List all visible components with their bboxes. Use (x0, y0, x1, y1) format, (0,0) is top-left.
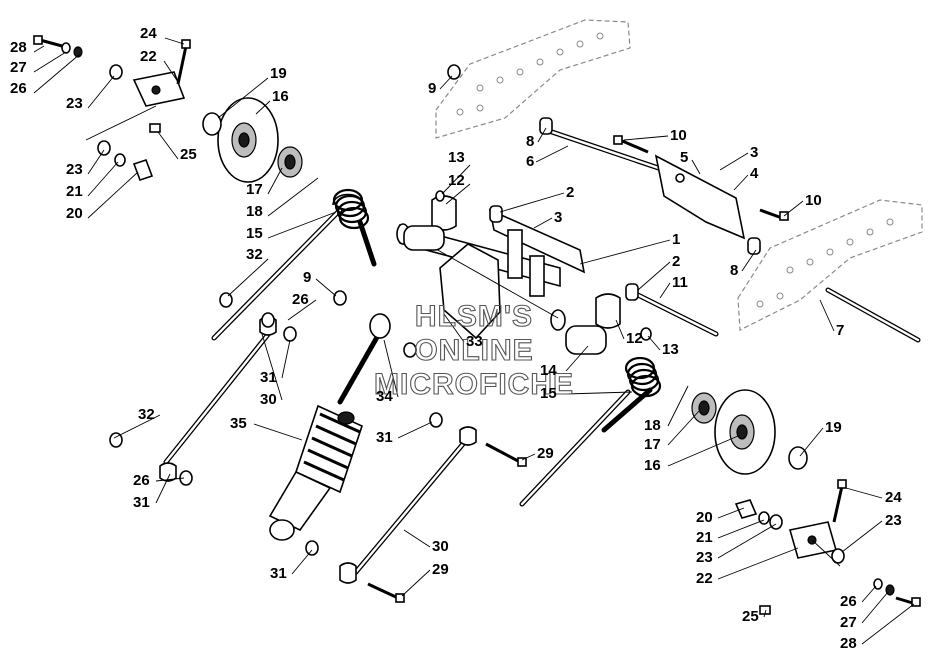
callout-23: 23 (66, 95, 83, 112)
callout-34: 34 (376, 388, 393, 405)
callout-25: 25 (742, 608, 759, 625)
callout-24: 24 (885, 489, 902, 506)
callout-22: 22 (140, 48, 157, 65)
callout-31: 31 (260, 369, 277, 386)
idler-wheel-right (714, 389, 776, 475)
torsion-spring-left (332, 188, 377, 267)
callout-8: 8 (730, 262, 738, 279)
callout-33: 33 (466, 333, 483, 350)
callout-18: 18 (644, 417, 661, 434)
pivot-block-left (132, 71, 186, 107)
callout-23: 23 (66, 161, 83, 178)
callout-3: 3 (554, 209, 562, 226)
callout-26: 26 (292, 291, 309, 308)
callout-15: 15 (246, 225, 263, 242)
callout-23: 23 (696, 549, 713, 566)
callout-20: 20 (696, 509, 713, 526)
callout-28: 28 (840, 635, 857, 652)
callout-28: 28 (10, 39, 27, 56)
washers (61, 42, 895, 615)
slide-rail-upper (435, 19, 631, 139)
callout-13: 13 (448, 149, 465, 166)
callout-14: 14 (540, 362, 557, 379)
watermark-line-1: HLSM'S (415, 300, 533, 333)
callout-31: 31 (376, 429, 393, 446)
bearings (202, 112, 808, 470)
callout-32: 32 (138, 406, 155, 423)
callout-27: 27 (10, 59, 27, 76)
torsion-spring-right (601, 356, 662, 433)
callout-20: 20 (66, 205, 83, 222)
callout-15: 15 (540, 385, 557, 402)
callout-26: 26 (840, 593, 857, 610)
watermark: HLSM'S ONLINE MICROFICHE (373, 299, 574, 401)
callout-27: 27 (840, 614, 857, 631)
callout-6: 6 (526, 153, 534, 170)
rear-arm-bracket (654, 154, 746, 240)
callout-9: 9 (303, 269, 311, 286)
idler-wheel-left (217, 97, 279, 183)
callout-11: 11 (672, 274, 688, 291)
pivot-block-right (788, 521, 838, 559)
callout-31: 31 (270, 565, 287, 582)
watermark-line-2: ONLINE (414, 334, 533, 367)
leader-lines (33, 37, 915, 645)
callout-30: 30 (260, 391, 277, 408)
callout-3: 3 (750, 144, 758, 161)
callout-12: 12 (626, 330, 643, 347)
slide-rail-lower (737, 199, 923, 331)
callout-35: 35 (230, 415, 247, 432)
callout-18: 18 (246, 203, 263, 220)
callout-8: 8 (526, 133, 534, 150)
callout-2: 2 (566, 184, 574, 201)
callout-21: 21 (696, 529, 713, 546)
callout-23: 23 (885, 512, 902, 529)
callout-1: 1 (672, 231, 680, 248)
watermark-line-3: MICROFICHE (374, 368, 574, 401)
callout-19: 19 (825, 419, 842, 436)
callout-30: 30 (432, 538, 449, 555)
callout-29: 29 (537, 445, 554, 462)
callout-5: 5 (680, 149, 688, 166)
callout-22: 22 (696, 570, 713, 587)
callout-26: 26 (10, 80, 27, 97)
callout-13: 13 (662, 341, 679, 358)
callout-17: 17 (644, 436, 661, 453)
callout-32: 32 (246, 246, 263, 263)
callout-10: 10 (805, 192, 822, 209)
callout-25: 25 (180, 146, 197, 163)
callout-10: 10 (670, 127, 687, 144)
shock-absorber (268, 313, 391, 541)
callout-4: 4 (750, 165, 759, 182)
callout-16: 16 (272, 88, 289, 105)
callout-numbers: 2827262422231916252321201718153298613121… (10, 25, 902, 652)
callout-16: 16 (644, 457, 661, 474)
callout-24: 24 (140, 25, 157, 42)
callout-12: 12 (448, 172, 465, 189)
callout-26: 26 (133, 472, 150, 489)
callout-17: 17 (246, 181, 263, 198)
callout-31: 31 (133, 494, 150, 511)
callout-7: 7 (836, 322, 844, 339)
callout-21: 21 (66, 183, 83, 200)
callout-29: 29 (432, 561, 449, 578)
callout-2: 2 (672, 253, 680, 270)
callout-9: 9 (428, 80, 436, 97)
bolts (33, 35, 921, 607)
callout-19: 19 (270, 65, 287, 82)
